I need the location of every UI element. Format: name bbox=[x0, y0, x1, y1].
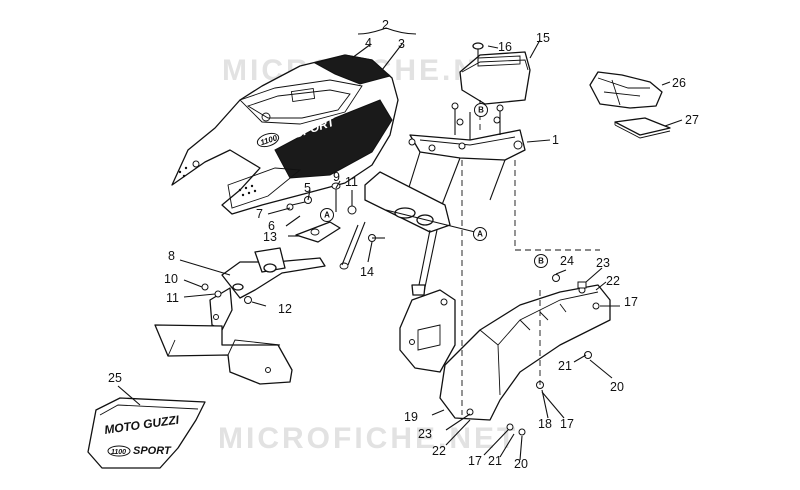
svg-text:B: B bbox=[538, 257, 544, 266]
callout-17-top: 17 bbox=[624, 295, 638, 309]
callout-26: 26 bbox=[672, 76, 686, 90]
tail-fairing: SPORT 1100 bbox=[171, 54, 399, 215]
callout-7: 7 bbox=[256, 207, 263, 221]
callout-25: 25 bbox=[108, 371, 122, 385]
svg-text:A: A bbox=[324, 211, 330, 220]
callout-19: 19 bbox=[404, 410, 418, 424]
ref-marker-a-right: A bbox=[473, 227, 487, 241]
callout-24: 24 bbox=[560, 254, 574, 268]
callout-10: 10 bbox=[164, 272, 178, 286]
callout-17-bottom: 17 bbox=[468, 454, 482, 468]
svg-text:A: A bbox=[477, 230, 483, 239]
callout-14: 14 bbox=[360, 265, 374, 279]
callout-12: 12 bbox=[278, 302, 292, 316]
callout-6: 6 bbox=[268, 219, 275, 233]
callout-4: 4 bbox=[365, 36, 372, 50]
callout-16: 16 bbox=[498, 40, 512, 54]
callout-21-mid: 21 bbox=[558, 359, 572, 373]
callout-2: 2 bbox=[382, 18, 389, 32]
callout-5: 5 bbox=[304, 181, 311, 195]
callout-11-bottom: 11 bbox=[166, 291, 179, 305]
callout-3: 3 bbox=[398, 37, 405, 51]
decal-sheet: MOTO GUZZI 1100 SPORT bbox=[87, 397, 206, 469]
rear-mudguard bbox=[439, 274, 611, 436]
callout-13: 13 bbox=[263, 230, 277, 244]
callout-21-bottom: 21 bbox=[488, 454, 502, 468]
callout-9: 9 bbox=[333, 170, 340, 184]
plate-bracket bbox=[201, 247, 326, 331]
ref-marker-a-left: A bbox=[320, 208, 334, 222]
callout-22-top: 22 bbox=[606, 274, 620, 288]
callout-20-bottom: 20 bbox=[514, 457, 528, 471]
watermark-bottom: MICROFICHE.NET bbox=[218, 422, 518, 455]
callout-1: 1 bbox=[552, 133, 559, 147]
owner-manual bbox=[614, 117, 671, 139]
side-plate bbox=[399, 289, 456, 373]
cover-bag bbox=[589, 71, 663, 109]
callout-17-mid: 17 bbox=[560, 417, 574, 431]
callout-20-mid: 20 bbox=[610, 380, 624, 394]
license-plate-holder bbox=[154, 324, 293, 385]
callout-23-bottom: 23 bbox=[418, 427, 432, 441]
leader-lines bbox=[117, 39, 683, 461]
callout-11-top: 11 bbox=[345, 175, 358, 189]
decal-1100: 1100 bbox=[111, 449, 126, 456]
callout-22-bottom: 22 bbox=[432, 444, 446, 458]
ref-marker-b-right: B bbox=[534, 254, 548, 268]
svg-text:B: B bbox=[478, 106, 484, 115]
callout-15: 15 bbox=[536, 31, 550, 45]
callout-23-top: 23 bbox=[596, 256, 610, 270]
ref-marker-b-top: B bbox=[474, 103, 488, 117]
rear-subframe bbox=[339, 102, 526, 296]
decal-sport: SPORT bbox=[133, 445, 172, 457]
tool-box bbox=[459, 42, 531, 130]
callout-27: 27 bbox=[685, 113, 699, 127]
callout-18: 18 bbox=[538, 417, 552, 431]
callout-8: 8 bbox=[168, 249, 175, 263]
callout-labels: 2 4 3 16 15 26 27 1 5 9 11 7 6 13 14 8 1… bbox=[108, 18, 699, 471]
